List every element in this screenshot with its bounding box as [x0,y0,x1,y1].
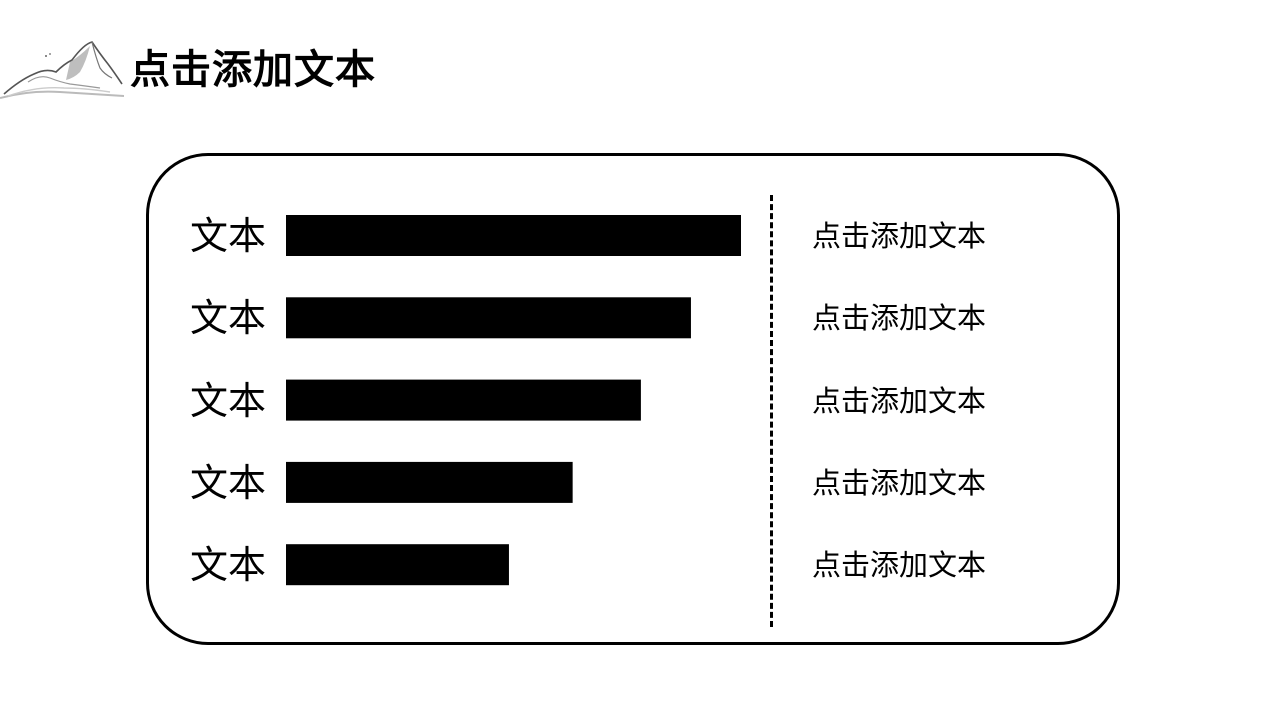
ink-mountain-icon [0,41,125,99]
bar [286,544,509,586]
note-text[interactable]: 点击添加文本 [812,465,987,500]
page-title[interactable]: 点击添加文本 [130,47,376,93]
note-text[interactable]: 点击添加文本 [812,301,987,336]
category-label: 文本 [190,214,267,258]
category-label: 文本 [190,460,267,505]
bar [286,297,691,339]
note-text[interactable]: 点击添加文本 [812,219,987,253]
bar [286,461,573,503]
bar [286,379,641,421]
category-label: 文本 [190,296,267,341]
note-text[interactable]: 点击添加文本 [812,548,987,583]
dashed-divider [770,195,773,627]
bar [286,215,741,256]
category-label: 文本 [190,378,267,423]
category-label: 文本 [190,543,267,588]
bar-chart [286,215,741,586]
note-text[interactable]: 点击添加文本 [812,383,987,418]
content-panel [146,153,1120,645]
